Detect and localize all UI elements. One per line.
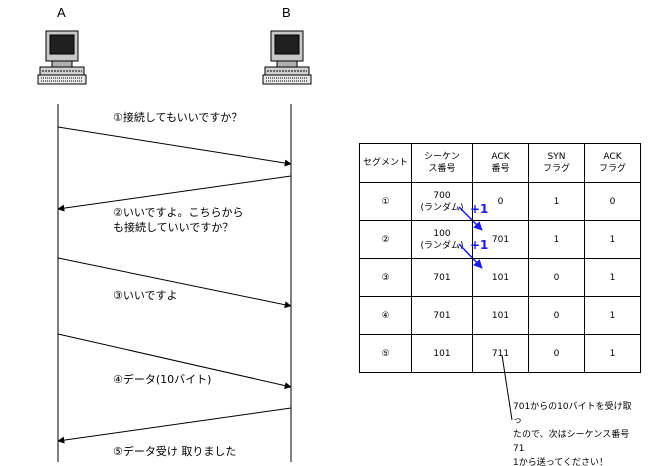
arrow-msg-2 — [57, 175, 292, 212]
message-3: ③いいですよ — [113, 289, 178, 302]
table-header-cell: ACK フラグ — [584, 143, 641, 183]
table-cell: 101 — [472, 296, 529, 335]
table-cell: 1 — [528, 220, 585, 259]
table-header-cell: セグメント — [359, 143, 412, 183]
table-cell: ② — [359, 220, 412, 259]
table-header-cell: シーケン ス番号 — [411, 143, 473, 183]
message-5: ⑤データ受け 取りました — [113, 445, 237, 458]
host-b-label: B — [282, 5, 291, 20]
table-cell: 0 — [584, 182, 641, 221]
increment-label-2: +1 — [470, 238, 489, 252]
computer-icon-b — [262, 30, 312, 85]
table-cell: 1 — [584, 296, 641, 335]
table-header-cell: ACK 番号 — [472, 143, 529, 183]
table-header-cell: SYN フラグ — [528, 143, 585, 183]
table-cell: 700 (ランダム) — [411, 182, 473, 221]
table-cell: 1 — [528, 182, 585, 221]
table-cell: 0 — [528, 334, 585, 373]
table-cell: 101 — [411, 334, 473, 373]
note-annotation: 701からの10バイトを受け取っ たので、次はシーケンス番号71 1から送ってく… — [513, 402, 632, 466]
table-cell: ④ — [359, 296, 412, 335]
table-cell: 711 — [472, 334, 529, 373]
arrow-msg-1 — [57, 126, 292, 167]
table-cell: ⑤ — [359, 334, 412, 373]
table-cell: 100 (ランダム) — [411, 220, 473, 259]
table-cell: 701 — [411, 296, 473, 335]
table-cell: 101 — [472, 258, 529, 297]
table-cell: 0 — [528, 296, 585, 335]
table-cell: 1 — [584, 334, 641, 373]
computer-icon-a — [37, 30, 87, 85]
table-cell: 0 — [472, 182, 529, 221]
arrow-msg-5 — [57, 407, 292, 444]
table-cell: 1 — [584, 220, 641, 259]
message-2-line-1: ②いいですよ。こちらから — [113, 206, 244, 219]
increment-label-1: +1 — [470, 202, 489, 216]
host-a-label: A — [57, 5, 66, 20]
message-2-line-2: も接続していいですか？ — [113, 221, 234, 234]
arrow-msg-4 — [57, 333, 292, 390]
table-cell: 0 — [528, 258, 585, 297]
message-4: ④データ(10バイト) — [113, 373, 212, 386]
table-cell: ① — [359, 182, 412, 221]
table-cell: ③ — [359, 258, 412, 297]
table-cell: 701 — [411, 258, 473, 297]
arrow-msg-3 — [57, 257, 292, 309]
table-cell: 1 — [584, 258, 641, 297]
message-1: ①接続してもいいですか？ — [113, 111, 243, 124]
